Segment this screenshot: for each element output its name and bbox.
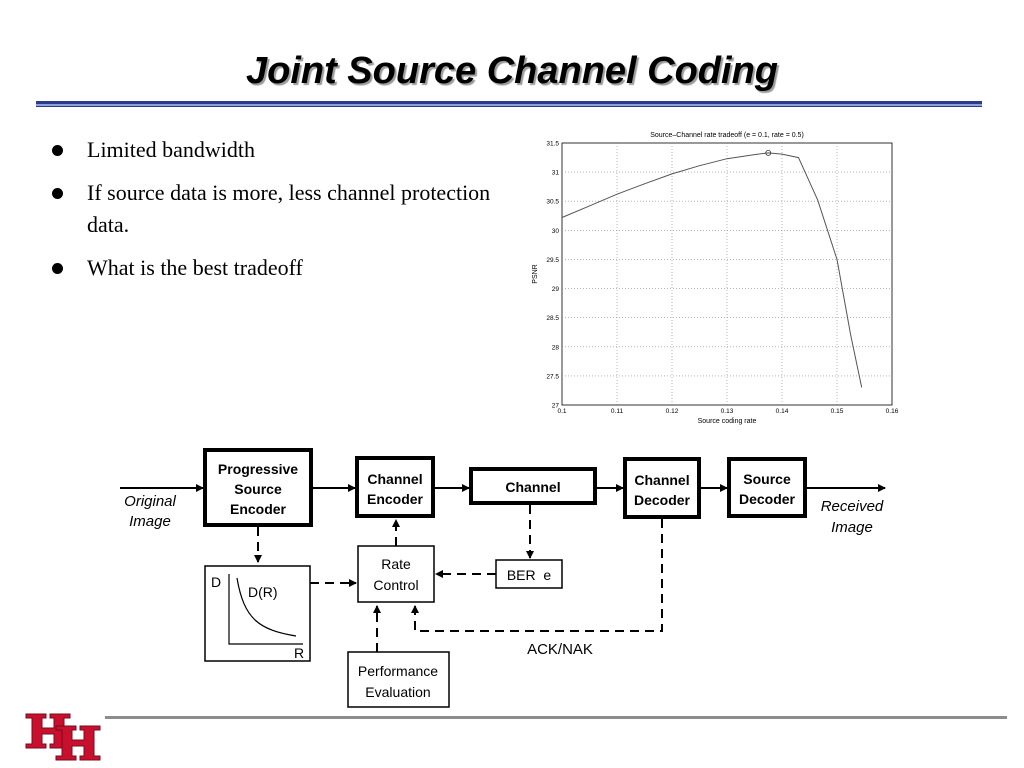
bullet-list: Limited bandwidth If source data is more…: [50, 134, 500, 295]
x-tick-label: 0.1: [557, 408, 566, 415]
ack-nak-label: ACK/NAK: [527, 641, 593, 658]
bullet-item: What is the best tradeoff: [50, 252, 500, 284]
y-tick-label: 29.5: [546, 257, 559, 264]
footer-rule: [105, 716, 1007, 719]
channel-decoder-block: [623, 457, 701, 519]
channel-block: [469, 467, 597, 505]
y-tick-label: 29: [552, 286, 560, 293]
block-label: Rate: [381, 556, 411, 572]
x-axis-label: Source coding rate: [698, 418, 757, 425]
y-tick-label: 31: [552, 170, 560, 177]
uh-logo-mark: [25, 713, 101, 761]
uh-logo: [25, 713, 101, 761]
block-label: Progressive: [218, 461, 298, 477]
block-label: Decoder: [634, 492, 691, 508]
x-tick-label: 0.14: [776, 408, 789, 415]
block-label: Decoder: [739, 491, 796, 507]
input-label: Original: [124, 493, 176, 510]
rd-curve: [236, 577, 297, 637]
x-tick-label: 0.16: [886, 408, 899, 415]
title-rule-thin: [36, 106, 982, 107]
chart-title: Source–Channel rate tradeoff (e = 0.1, r…: [650, 132, 804, 139]
progressive-source-encoder-block: [203, 448, 313, 527]
input-label: Image: [129, 513, 171, 530]
bullet-text: If source data is more, less channel pro…: [87, 180, 491, 237]
y-tick-label: 28: [552, 344, 560, 351]
bullet-item: Limited bandwidth: [50, 134, 500, 166]
block-label: Channel: [634, 472, 689, 488]
block-label: Encoder: [367, 491, 424, 507]
block-label: Encoder: [230, 501, 287, 517]
block-label: Channel: [367, 471, 422, 487]
y-tick-label: 31.5: [546, 141, 559, 148]
psnr-tradeoff-chart: Source–Channel rate tradeoff (e = 0.1, r…: [532, 132, 899, 425]
optimum-marker: [765, 149, 772, 156]
output-label: Image: [831, 519, 873, 536]
x-tick-label: 0.15: [831, 408, 844, 415]
block-label: BER e: [507, 567, 552, 583]
y-tick-label: 30: [552, 228, 560, 235]
bullet-item: If source data is more, less channel pro…: [50, 177, 500, 241]
rate-control-block: [357, 545, 435, 603]
title-rule-light: [36, 104, 982, 106]
block-label: Control: [373, 577, 418, 593]
slide-title: Joint Source Channel Coding: [245, 50, 779, 92]
ber-block: [495, 559, 563, 589]
bullet-dot-icon: [52, 188, 63, 199]
block-label: Channel: [505, 479, 560, 495]
coding-block-diagram: Original Image Received Image Progressiv…: [120, 448, 886, 708]
bullet-text: Limited bandwidth: [87, 137, 256, 162]
y-tick-label: 27: [552, 403, 560, 410]
source-decoder-block: [727, 457, 807, 518]
x-tick-label: 0.11: [611, 408, 624, 415]
block-label: Evaluation: [365, 684, 430, 700]
output-label: Received: [821, 498, 884, 515]
rd-curve-box: [204, 565, 311, 662]
rd-axes: [228, 574, 303, 645]
block-label: Performance: [358, 663, 438, 679]
bullet-dot-icon: [52, 263, 63, 274]
bullet-dot-icon: [52, 145, 63, 156]
y-axis-label: PSNR: [532, 264, 539, 283]
chart-ticks: 0.1 0.11 0.12 0.13 0.14 0.15 0.16 27 27.5 28 28.5 2…: [546, 141, 898, 416]
y-tick-label: 30.5: [546, 199, 559, 206]
chart-grid: [562, 143, 892, 405]
rd-dr-label: D(R): [248, 584, 278, 600]
y-tick-label: 28.5: [546, 315, 559, 322]
x-tick-label: 0.12: [666, 408, 679, 415]
psnr-series-line: [561, 152, 863, 388]
block-label: Source: [743, 471, 791, 487]
block-label: Source: [234, 481, 282, 497]
x-tick-label: 0.13: [721, 408, 734, 415]
channel-encoder-block: [355, 456, 435, 518]
rd-r-label: R: [294, 645, 304, 661]
y-tick-label: 27.5: [546, 373, 559, 380]
bullet-text: What is the best tradeoff: [87, 255, 303, 280]
title-rule-dark: [36, 101, 982, 104]
rd-d-label: D: [211, 574, 221, 590]
performance-evaluation-block: [347, 651, 450, 708]
